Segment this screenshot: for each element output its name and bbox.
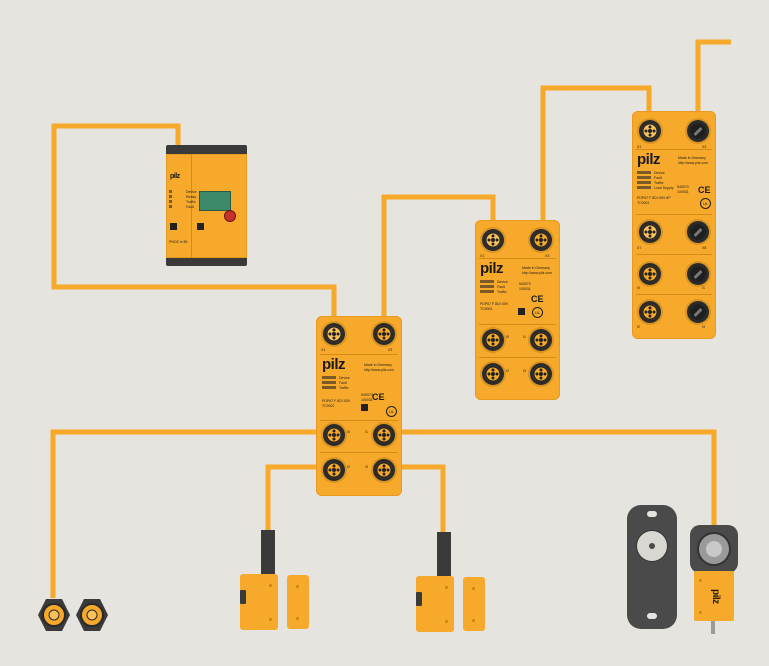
ul-mark-icon: UL [532,307,543,318]
pilz-logo-icon: pilz [710,589,721,604]
ce-mark-icon: CE [531,294,544,304]
qr-code-icon [361,404,368,411]
made-in-label: Made in Germany http://www.pilz.com [678,156,708,165]
cable-main-middle [381,194,496,318]
m12-connector-icon[interactable] [530,229,552,251]
status-leds: Device Fault Traffic Load Supply [637,171,673,191]
cable-switch-2 [400,464,446,535]
ul-mark-icon: UL [700,198,711,209]
m12-connector-icon[interactable] [482,363,504,385]
safety-gate-switch-icon [413,532,489,634]
article-number: 540070 100031 [519,282,531,291]
cable-main-left [50,429,318,598]
safety-gate-switch-icon [237,530,313,632]
dust-cap-icon[interactable] [687,221,709,243]
qr-code-icon [518,308,525,315]
cable-right-out [695,39,731,112]
m12-connector-icon[interactable] [530,363,552,385]
m12-connector-icon[interactable] [639,301,661,323]
status-leds: Device Fault Traffic [322,376,350,391]
controller-model: PNOZ m B1 [169,240,188,244]
m12-connector-icon[interactable] [373,424,395,446]
article-number: 540070 100031 [677,185,689,194]
m12-connector-icon[interactable] [323,424,345,446]
cable-middle-right [540,85,652,222]
m12-connector-icon[interactable] [323,323,345,345]
safety-controller: pilz Device Ready Traffic Fault PNOZ m B… [166,145,247,266]
dust-cap-icon[interactable] [687,301,709,323]
io-module-right: X1 X3 pilz Made in Germany http://www.pi… [632,111,716,339]
io-module-middle: X1 X3 pilz Made in Germany http://www.pi… [475,220,560,400]
m12-connector-icon[interactable] [639,263,661,285]
reset-button[interactable] [224,210,236,222]
cable-controller-main [51,123,337,318]
cable-switch-1 [265,464,320,532]
controller-leds: Device Ready Traffic Fault [169,190,197,210]
display-screen [199,191,231,211]
status-leds: Device Fault Traffic [480,280,508,295]
cable-main-right [400,429,717,530]
m12-connector-icon[interactable] [482,329,504,351]
model-label: PDP67 F 8DI ION HP TC9001 [637,196,671,205]
ce-mark-icon: CE [698,185,711,195]
m12-connector-icon[interactable] [530,329,552,351]
model-label: PDP67 F 8DI ION TC9001 [322,399,350,408]
rfid-transponder-icon: pilz [627,505,752,635]
m12-connector-icon[interactable] [639,120,661,142]
m12-connector-icon[interactable] [482,229,504,251]
made-in-label: Made in Germany http://www.pilz.com [522,266,552,275]
qr-code-icon [170,223,177,230]
pilz-logo-icon: pilz [322,356,346,373]
cable-gland-icon [38,599,108,631]
m12-connector-icon[interactable] [323,459,345,481]
m12-connector-icon[interactable] [373,459,395,481]
m12-connector-icon[interactable] [639,221,661,243]
m12-connector-icon[interactable] [373,323,395,345]
dust-cap-icon[interactable] [687,120,709,142]
pilz-logo-icon: pilz [170,173,180,180]
pilz-logo-icon: pilz [637,151,661,168]
model-label: PDP67 F 8DI ION TC9001 [480,302,508,311]
made-in-label: Made in Germany http://www.pilz.com [364,363,394,372]
io-module-main: X1 X3 pilz Made in Germany http://www.pi… [316,316,402,496]
pilz-logo-icon: pilz [480,260,504,277]
qr-code-icon [197,223,204,230]
article-number: 540070 100031 [361,393,373,402]
ul-mark-icon: UL [386,406,397,417]
ce-mark-icon: CE [372,392,385,402]
dust-cap-icon[interactable] [687,263,709,285]
